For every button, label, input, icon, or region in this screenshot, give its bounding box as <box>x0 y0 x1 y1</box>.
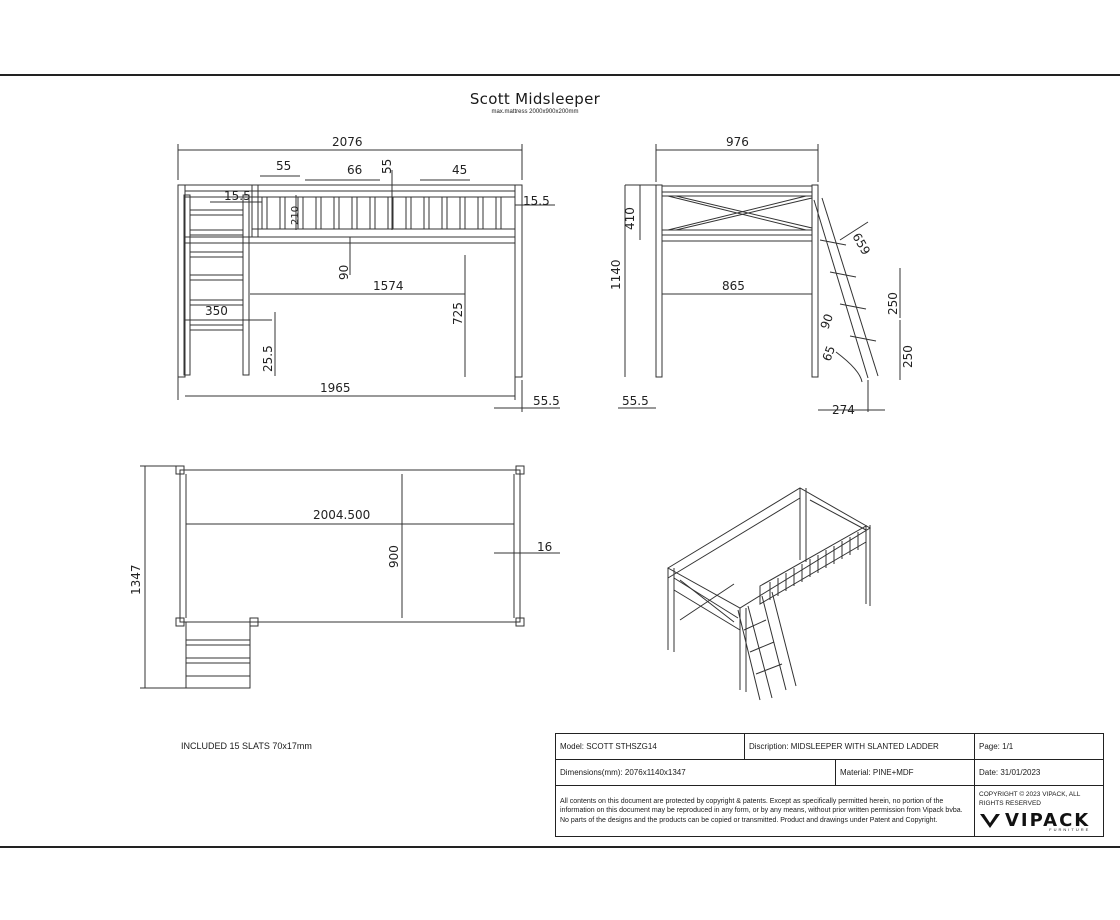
dim-label: 865 <box>722 279 745 293</box>
dim-label: 65 <box>820 344 838 363</box>
dim-label: 66 <box>347 163 362 177</box>
dim-label: 90 <box>818 312 836 331</box>
top-frame <box>179 469 521 623</box>
logo-subtext: FURNITURE <box>1049 827 1091 832</box>
dim-label: 55 <box>276 159 291 173</box>
material-cell: Material: PINE+MDF <box>835 759 975 786</box>
dim-label: 15.5 <box>523 194 550 208</box>
front-view-labels: 2076 55 66 55 45 15.5 210 15.5 90 1574 7… <box>205 135 560 408</box>
dim-label: 1347 <box>129 564 143 595</box>
dim-label: 350 <box>205 304 228 318</box>
dim-label: 55.5 <box>533 394 560 408</box>
dim-label: 250 <box>886 292 900 315</box>
dim-label: 2076 <box>332 135 363 149</box>
dim-label: 90 <box>337 265 351 280</box>
dim-label: 45 <box>452 163 467 177</box>
title-block-table: Model: SCOTT STHSZG14 Discription: MIDSL… <box>555 733 1104 837</box>
side-view <box>618 144 901 412</box>
drawing-title-block: Scott Midsleeper max.mattress 2000x900x2… <box>420 90 650 115</box>
front-right-post <box>514 184 523 378</box>
dim-label: 55 <box>380 159 394 174</box>
top-view-labels: 1347 2004.500 900 16 <box>129 508 552 595</box>
dim-label: 725 <box>451 302 465 325</box>
dim-label: 25.5 <box>261 345 275 372</box>
page-cell: Page: 1/1 <box>974 733 1104 760</box>
dim-label: 55.5 <box>622 394 649 408</box>
isometric-view <box>667 487 871 701</box>
top-view <box>140 465 560 689</box>
sheet-bottom-border <box>0 846 1120 848</box>
front-balusters <box>261 196 502 230</box>
dim-label: 976 <box>726 135 749 149</box>
copyright-cell: COPYRIGHT © 2023 VIPACK, ALL RIGHTS RESE… <box>974 785 1104 837</box>
ladder-rail-left <box>183 194 191 376</box>
dim-label: 900 <box>387 545 401 568</box>
side-right-post <box>811 184 819 378</box>
dim-label: 274 <box>832 403 855 417</box>
sheet-top-border <box>0 74 1120 76</box>
copyright-text: COPYRIGHT © 2023 VIPACK, ALL RIGHTS RESE… <box>979 791 1081 807</box>
dim-label: 2004.500 <box>313 508 370 522</box>
dim-label: 659 <box>849 231 873 258</box>
dim-label: 250 <box>901 345 915 368</box>
vipack-logo: VIPACK FURNITURE <box>979 810 1099 832</box>
legal-notice: All contents on this document are protec… <box>555 785 975 837</box>
dim-label: 16 <box>537 540 552 554</box>
dim-label: 210 <box>290 206 301 225</box>
dim-label: 410 <box>623 207 637 230</box>
dimensions-cell: Dimensions(mm): 2076x1140x1347 <box>555 759 836 786</box>
model-cell: Model: SCOTT STHSZG14 <box>555 733 745 760</box>
drawing-subtitle: max.mattress 2000x900x200mm <box>491 109 579 115</box>
side-left-post <box>655 184 663 378</box>
side-view-labels: 976 410 1140 865 659 250 90 65 250 55.5 … <box>609 135 915 417</box>
front-left-post <box>177 184 186 378</box>
dim-label: 1574 <box>373 279 404 293</box>
ladder-rail-right <box>242 194 250 376</box>
date-cell: Date: 31/01/2023 <box>974 759 1104 786</box>
front-view <box>177 144 560 412</box>
logo-text: VIPACK <box>1005 810 1091 831</box>
dim-label: 1965 <box>320 381 351 395</box>
description-cell: Discription: MIDSLEEPER WITH SLANTED LAD… <box>744 733 975 760</box>
dim-label: 15.5 <box>224 189 251 203</box>
drawing-title: Scott Midsleeper <box>469 90 601 108</box>
vipack-v-icon <box>980 814 1000 828</box>
dim-label: 1140 <box>609 259 623 290</box>
slats-note: INCLUDED 15 SLATS 70x17mm <box>181 741 312 751</box>
slanted-ladder <box>813 197 879 379</box>
